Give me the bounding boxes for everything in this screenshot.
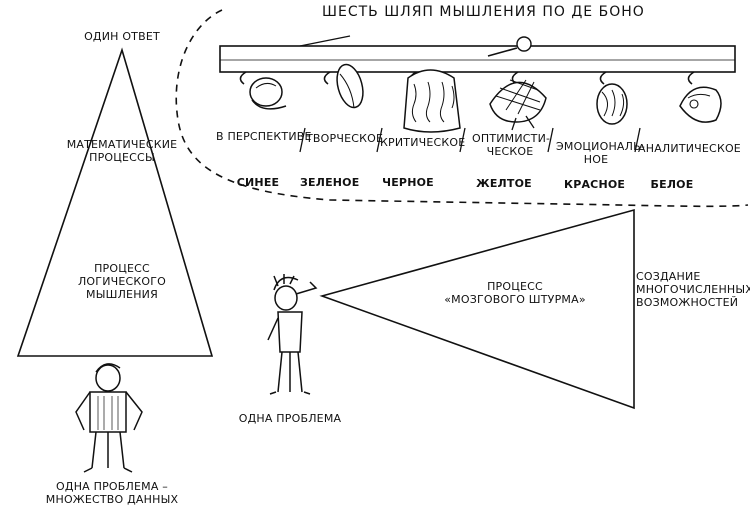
magnifier-icon — [516, 36, 532, 52]
pyramid-middle-label: МАТЕМАТИЧЕСКИЕ ПРОЦЕССЫ — [40, 138, 204, 164]
hat-label-white: АНАЛИТИЧЕСКОЕ — [638, 142, 741, 155]
brainstorm-inner-label: ПРОЦЕСС «МОЗГОВОГО ШТУРМА» — [440, 280, 590, 306]
brainstorm-right-line1: СОЗДАНИЕ — [636, 270, 701, 283]
hat-rack — [219, 35, 736, 85]
pyramid-lower-line2: ЛОГИЧЕСКОГО — [77, 275, 167, 288]
hat-label-yellow-line2: ЧЕСКОЕ — [486, 145, 534, 158]
pyramid-middle-line1: МАТЕМАТИЧЕСКИЕ — [66, 138, 178, 151]
blue-hat-icon — [249, 77, 287, 110]
hat-color-red: КРАСНОЕ — [564, 178, 626, 191]
hats-dashed-boundary — [175, 9, 749, 208]
red-hat-icon — [596, 83, 628, 125]
hat-label-red-line2: НОЕ — [583, 153, 609, 166]
pyramid-lower-label: ПРОЦЕСС ЛОГИЧЕСКОГО МЫШЛЕНИЯ — [50, 262, 194, 301]
hat-label-separators — [299, 127, 641, 153]
brainstorm-right-label: СОЗДАНИЕ МНОГОЧИСЛЕННЫХ ВОЗМОЖНОСТЕЙ — [636, 270, 750, 309]
green-hat-icon — [336, 63, 364, 109]
logic-pyramid — [16, 47, 214, 357]
white-hat-icon — [679, 86, 722, 123]
black-hat-icon — [403, 69, 461, 133]
hat-color-black: ЧЕРНОЕ — [382, 176, 434, 189]
pyramid-lower-line3: МЫШЛЕНИЯ — [86, 288, 158, 301]
hat-label-red-line1: ЭМОЦИОНАЛЬ- — [556, 140, 646, 153]
brainstorm-right-line3: ВОЗМОЖНОСТЕЙ — [636, 296, 739, 309]
pyramid-lower-line1: ПРОЦЕСС — [94, 262, 150, 275]
page-title: ШЕСТЬ ШЛЯП МЫШЛЕНИЯ ПО ДЕ БОНО — [322, 4, 645, 20]
brainstorm-right-line2: МНОГОЧИСЛЕННЫХ — [636, 283, 750, 296]
hat-label-yellow-line1: ОПТИМИСТИ- — [472, 132, 551, 145]
hat-label-yellow: ОПТИМИСТИ- ЧЕСКОЕ — [472, 132, 551, 158]
brainstorm-inner-line2: «МОЗГОВОГО ШТУРМА» — [444, 293, 586, 306]
pyramid-bottom-line2: МНОЖЕСТВО ДАННЫХ — [45, 493, 179, 506]
yellow-hat-icon — [489, 79, 547, 131]
brainstorm-inner-line1: ПРОЦЕСС — [487, 280, 543, 293]
hat-label-green: ТВОРЧЕСКОЕ — [306, 132, 384, 145]
brainstorm-source-label: ОДНА ПРОБЛЕМА — [238, 412, 342, 425]
hat-color-white: БЕЛОЕ — [650, 178, 694, 191]
pyramid-bottom-label: ОДНА ПРОБЛЕМА – МНОЖЕСТВО ДАННЫХ — [40, 480, 184, 506]
hat-color-yellow: ЖЕЛТОЕ — [476, 177, 532, 190]
hat-label-black: КРИТИЧЕСКОЕ — [380, 136, 466, 149]
hat-label-red: ЭМОЦИОНАЛЬ- НОЕ — [556, 140, 646, 166]
brainstorm-cone — [319, 208, 635, 410]
hat-label-blue: В ПЕРСПЕКТИВЕ — [216, 130, 312, 143]
hat-color-blue: СИНЕЕ — [236, 176, 280, 189]
pyramid-bottom-line1: ОДНА ПРОБЛЕМА – — [56, 480, 168, 493]
pyramid-top-label: ОДИН ОТВЕТ — [84, 30, 160, 43]
person-standing-icon — [75, 363, 143, 473]
hat-color-green: ЗЕЛЕНОЕ — [300, 176, 360, 189]
person-looking-icon — [267, 274, 318, 395]
pyramid-middle-line2: ПРОЦЕССЫ — [89, 151, 155, 164]
